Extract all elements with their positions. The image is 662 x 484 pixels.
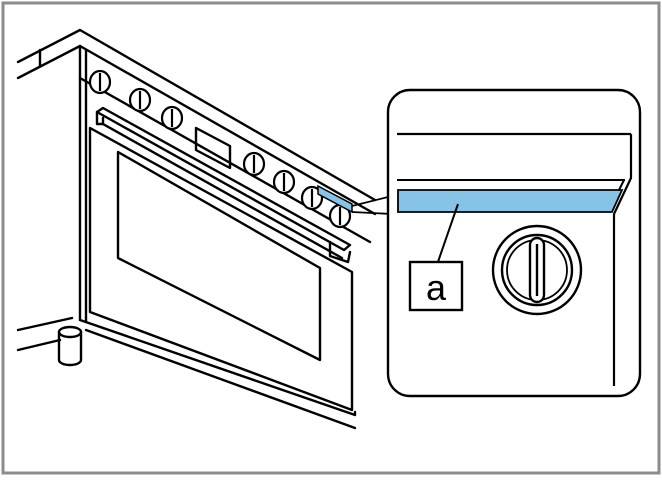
cooker-foot (57, 330, 83, 367)
oven-handle-rail-ends (95, 110, 105, 126)
oven-window (116, 150, 322, 362)
control-knob-icon (88, 69, 112, 95)
range-cooker-illustration (16, 28, 377, 430)
oven-door-outer (88, 126, 354, 412)
worktop-top-edge (16, 28, 377, 202)
callout-label-box (408, 260, 464, 312)
control-knob-icon (242, 151, 266, 177)
callout-label: a (426, 267, 447, 308)
control-display (194, 126, 232, 170)
cooker-bottom-edge (78, 318, 357, 417)
control-knob-icon (491, 224, 583, 316)
floor-line (16, 316, 74, 332)
oven-handle-rail (95, 106, 352, 252)
zoom-connector-lines (351, 195, 393, 215)
inset-panel-edge (612, 134, 633, 386)
detail-zoom-inset: a (386, 88, 642, 398)
floor-line-2 (16, 338, 62, 352)
control-panel-bottom (78, 76, 372, 244)
control-knob-icon (160, 105, 184, 131)
control-knob-icon (328, 203, 352, 229)
control-knobs (88, 69, 352, 229)
highlight-strip (397, 189, 624, 213)
control-knob-icon (128, 87, 152, 113)
oven-handle-rail-right-end (328, 240, 352, 264)
control-knob-icon (272, 169, 296, 195)
control-knob-icon (300, 185, 324, 211)
plinth-line (84, 328, 357, 430)
oven-handle-bar (101, 122, 344, 260)
callout-leader (437, 203, 459, 263)
